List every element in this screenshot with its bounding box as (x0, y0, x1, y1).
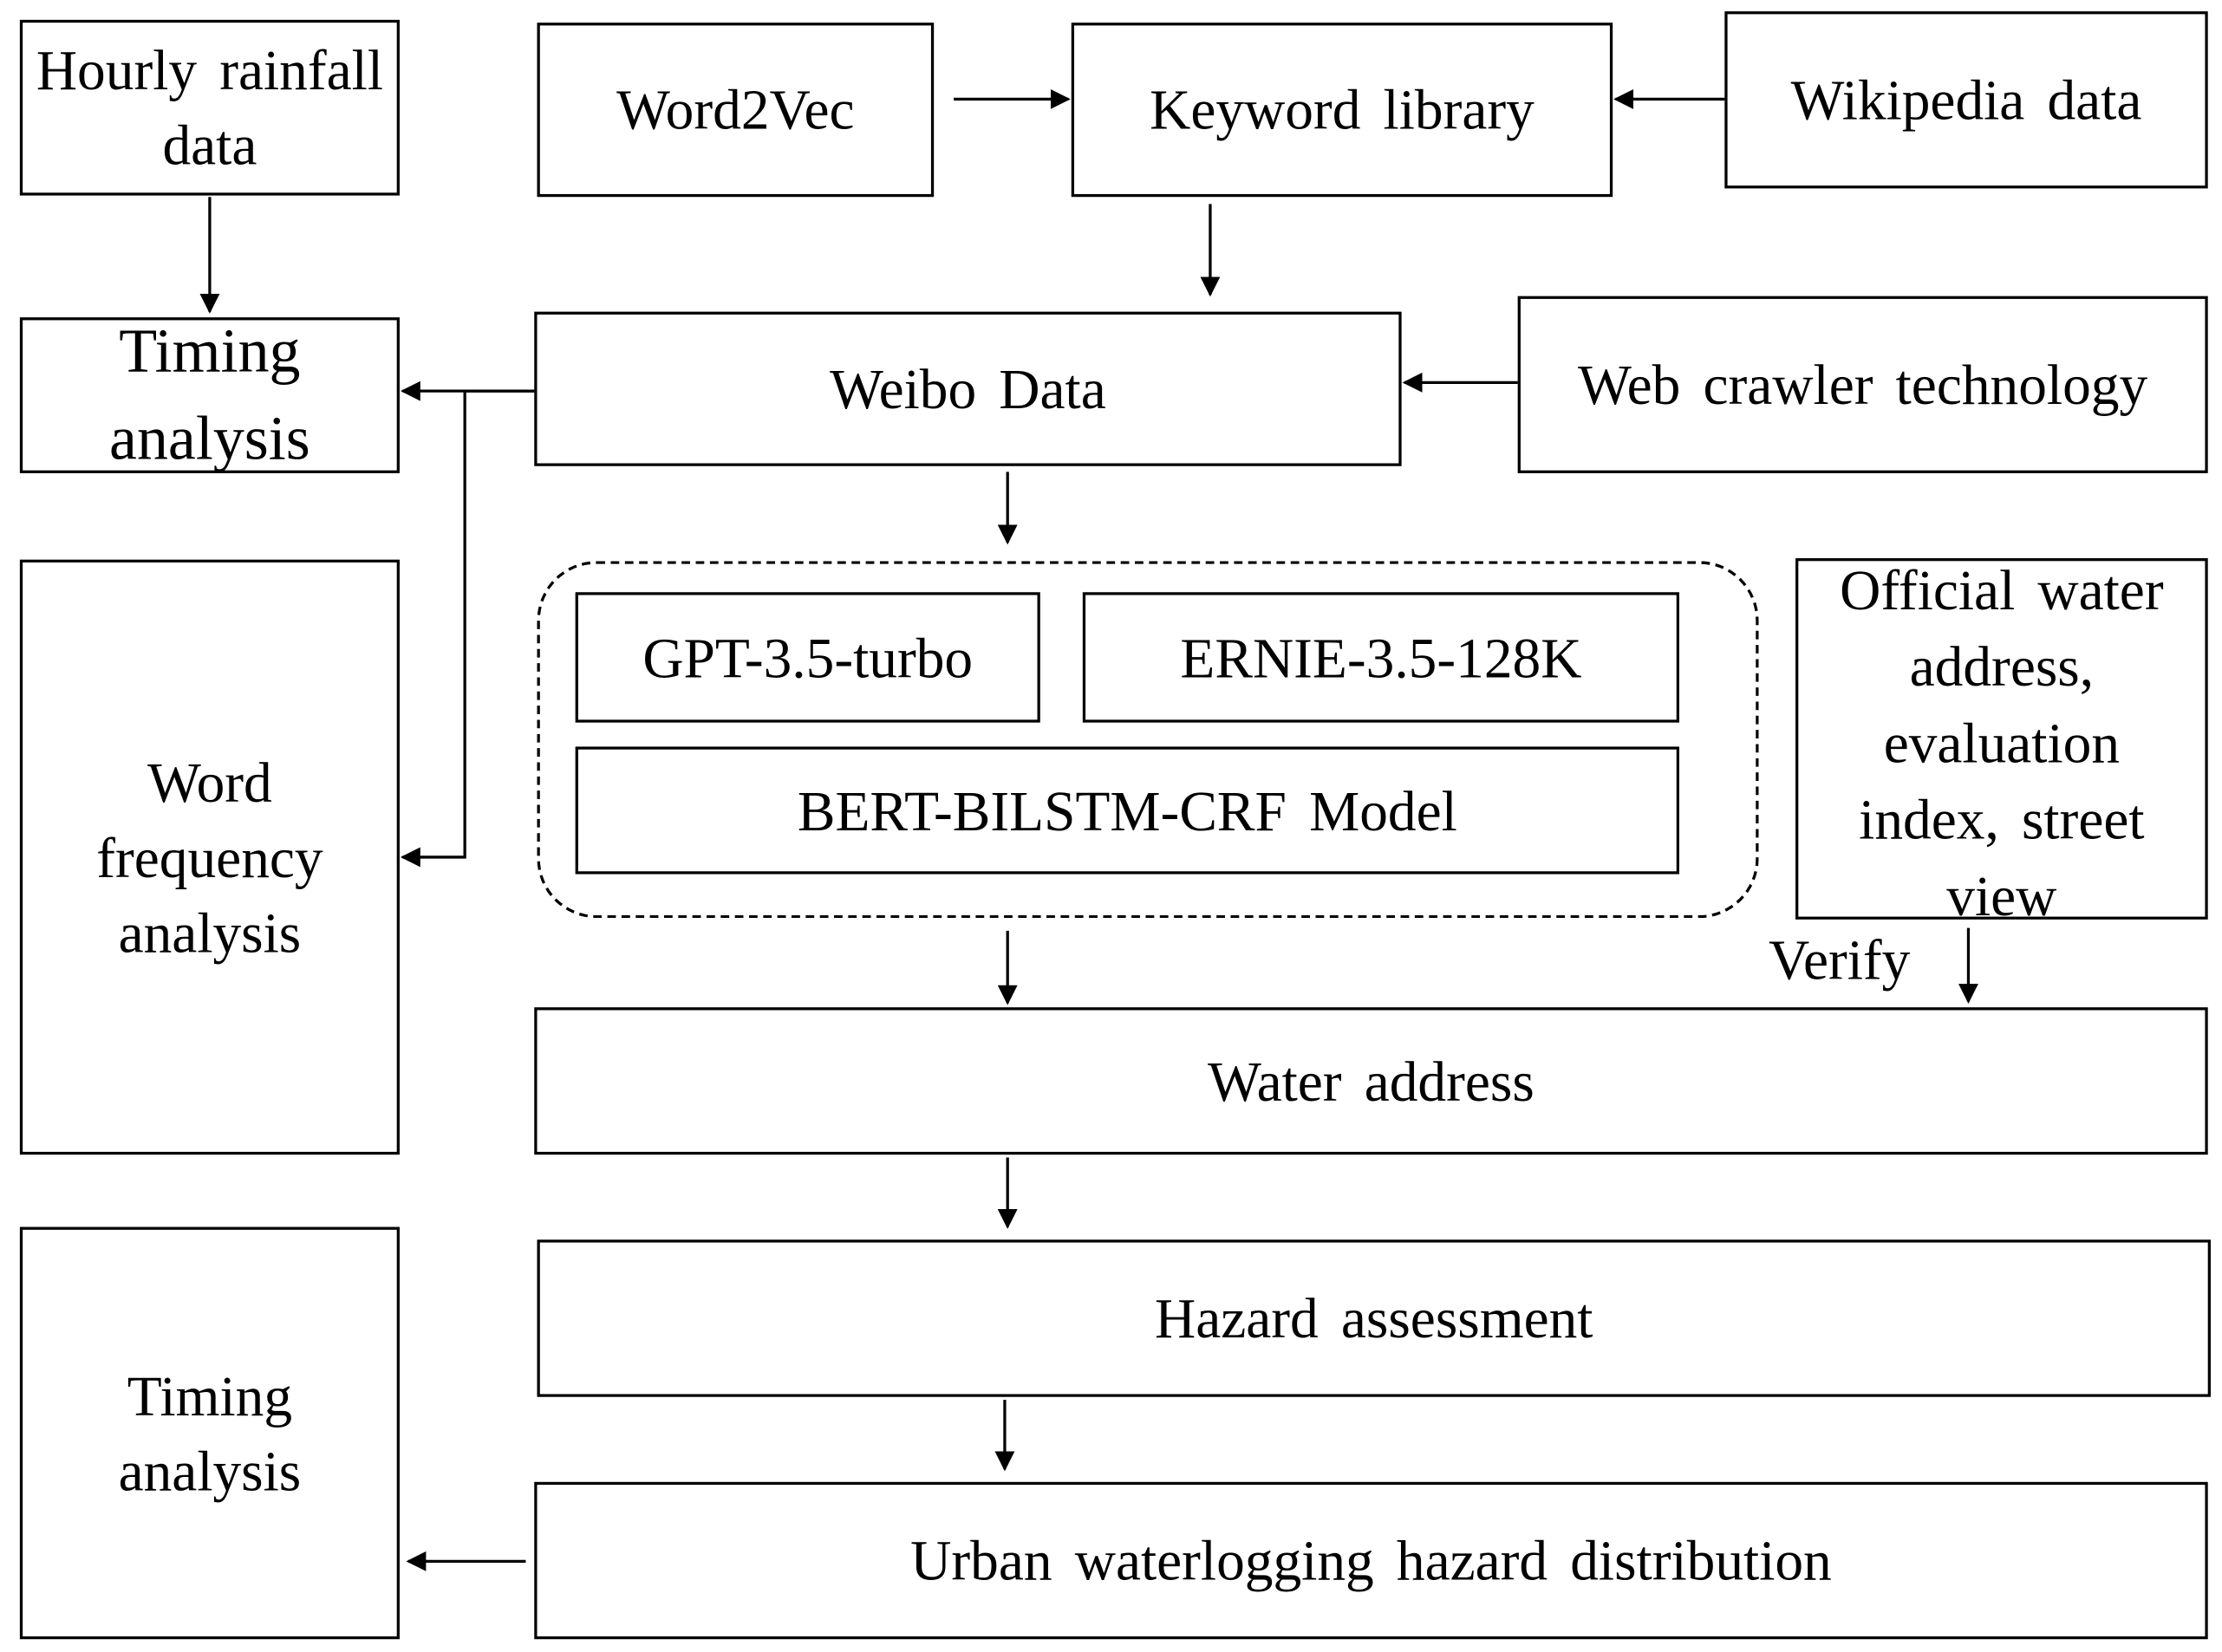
hazard-assessment-box: Hazard assessment (537, 1239, 2211, 1397)
gpt-label: GPT-3.5-turbo (642, 625, 974, 690)
keyword-library-box: Keyword library (1071, 23, 1613, 198)
web-crawler-box: Web crawler technology (1517, 296, 2208, 473)
bert-box: BERT-BILSTM-CRF Model (575, 746, 1680, 875)
bert-label: BERT-BILSTM-CRF Model (797, 778, 1457, 842)
water-address-label: Water address (1208, 1049, 1535, 1113)
gpt-box: GPT-3.5-turbo (575, 592, 1040, 723)
word2vec-label: Word2Vec (616, 77, 855, 142)
official-data-label: Official water address, evaluation index… (1840, 558, 2164, 928)
wikipedia-box: Wikipedia data (1724, 11, 2208, 189)
timing-analysis-bottom-label: Timing analysis (118, 1363, 302, 1503)
timing-analysis-top-box: Timing analysis (19, 316, 400, 473)
water-address-box: Water address (534, 1007, 2208, 1155)
timing-analysis-bottom-box: Timing analysis (19, 1226, 400, 1640)
word-frequency-box: Word frequency analysis (19, 559, 400, 1155)
official-data-box: Official water address, evaluation index… (1795, 558, 2208, 928)
word2vec-box: Word2Vec (537, 23, 935, 198)
hazard-distribution-box: Urban waterlogging hazard distribution (534, 1481, 2208, 1640)
wikipedia-label: Wikipedia data (1790, 68, 2142, 133)
web-crawler-label: Web crawler technology (1578, 353, 2148, 417)
arrow-weibo-to-word-frequency (400, 389, 535, 868)
weibo-data-label: Weibo Data (830, 356, 1106, 421)
hazard-assessment-label: Hazard assessment (1154, 1286, 1593, 1350)
timing-analysis-top-label: Timing analysis (109, 315, 310, 473)
hourly-rainfall-label: Hourly rainfall data (36, 38, 384, 178)
ernie-box: ERNIE-3.5-128K (1082, 592, 1680, 723)
keyword-library-label: Keyword library (1150, 77, 1535, 142)
weibo-data-box: Weibo Data (534, 311, 1402, 466)
hazard-distribution-label: Urban waterlogging hazard distribution (910, 1528, 1832, 1593)
word-frequency-label: Word frequency analysis (96, 750, 323, 965)
verify-label: Verify (1768, 927, 1911, 992)
hourly-rainfall-box: Hourly rainfall data (19, 19, 400, 196)
ernie-label: ERNIE-3.5-128K (1180, 625, 1582, 690)
model-group (537, 561, 1759, 919)
